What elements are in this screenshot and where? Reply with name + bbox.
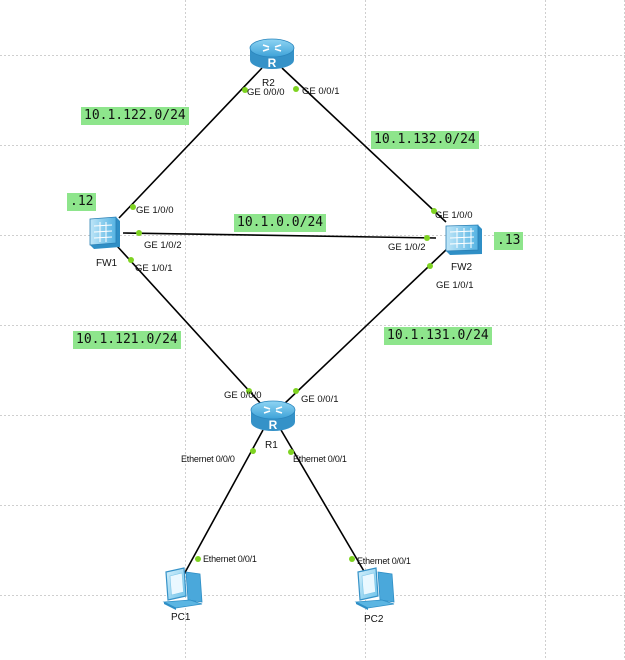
link-fw1-fw2[interactable] (122, 232, 437, 239)
port-dot (242, 87, 248, 93)
pc2-icon[interactable] (352, 566, 400, 612)
pc1-icon[interactable] (160, 566, 208, 612)
port-dot (128, 257, 134, 263)
port-label-pc1-eth001: Ethernet 0/0/1 (203, 554, 257, 564)
link-r2-fw1[interactable] (118, 67, 263, 219)
router-r2-icon[interactable]: R (247, 34, 297, 74)
address-label-fw1: .12 (67, 193, 97, 211)
port-label-r2-ge001: GE 0/0/1 (302, 86, 340, 97)
link-fw2-r1[interactable] (282, 248, 448, 406)
subnet-label-fw2-r1: 10.1.131.0/24 (384, 327, 492, 345)
device-label-fw2: FW2 (451, 262, 473, 273)
device-label-fw1: FW1 (96, 258, 118, 269)
port-dot (246, 388, 252, 394)
port-label-pc2-eth001: Ethernet 0/0/1 (357, 556, 411, 566)
link-r1-pc1[interactable] (181, 429, 264, 579)
firewall-fw2-icon[interactable] (444, 220, 486, 258)
port-dot (427, 263, 433, 269)
port-label-fw1-ge100: GE 1/0/0 (136, 205, 174, 216)
svg-text:R: R (269, 418, 278, 432)
port-dot (349, 556, 355, 562)
port-label-fw2-ge102: GE 1/0/2 (388, 242, 426, 253)
subnet-label-r2-fw1: 10.1.122.0/24 (81, 107, 189, 125)
port-dot (136, 230, 142, 236)
port-dot (288, 449, 294, 455)
port-dot (130, 204, 136, 210)
port-dot (293, 86, 299, 92)
address-label-fw2: .13 (494, 232, 524, 250)
firewall-fw1-icon[interactable] (86, 213, 124, 253)
port-dot (195, 556, 201, 562)
port-label-r2-ge000: GE 0/0/0 (247, 87, 285, 98)
link-r1-pc2[interactable] (280, 429, 369, 579)
port-label-fw2-ge100: GE 1/0/0 (435, 210, 473, 221)
subnet-label-fw1-r1: 10.1.121.0/24 (73, 331, 181, 349)
port-label-r1-eth000: Ethernet 0/0/0 (181, 454, 235, 464)
device-label-r2: R2 (262, 78, 275, 89)
device-label-pc2: PC2 (364, 614, 384, 625)
svg-text:R: R (268, 56, 277, 70)
port-dot (424, 235, 430, 241)
port-label-fw1-ge101: GE 1/0/1 (135, 263, 173, 274)
subnet-label-r2-fw2: 10.1.132.0/24 (371, 131, 479, 149)
link-fw1-r1[interactable] (116, 245, 263, 406)
port-label-r1-ge001: GE 0/0/1 (301, 394, 339, 405)
subnet-label-fw1-fw2: 10.1.0.0/24 (234, 214, 327, 232)
port-label-fw1-ge102: GE 1/0/2 (144, 240, 182, 251)
port-dot (293, 388, 299, 394)
link-r2-fw2[interactable] (281, 67, 447, 223)
router-r1-icon[interactable]: R (248, 396, 298, 436)
port-dot (431, 208, 437, 214)
port-label-r1-ge000: GE 0/0/0 (224, 390, 262, 401)
port-label-r1-eth001: Ethernet 0/0/1 (293, 454, 347, 464)
port-dot (250, 448, 256, 454)
device-label-r1: R1 (265, 440, 278, 451)
device-label-pc1: PC1 (171, 612, 191, 623)
port-label-fw2-ge101: GE 1/0/1 (436, 280, 474, 291)
